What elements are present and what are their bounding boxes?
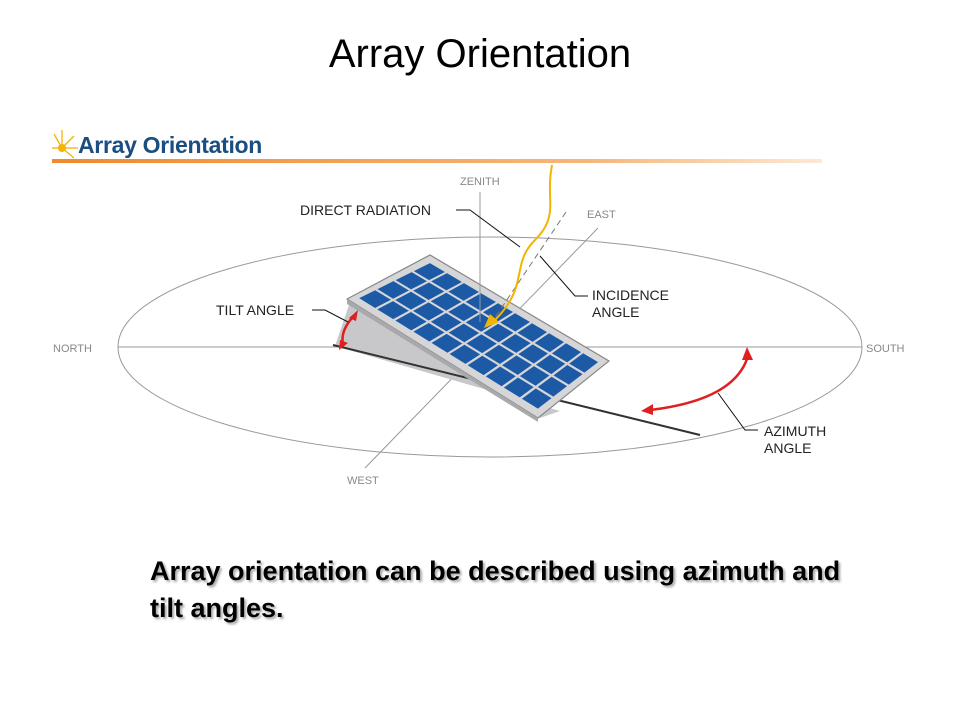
- solar-cell: [534, 333, 565, 353]
- solar-cell: [430, 313, 462, 332]
- solar-panel: [345, 254, 611, 422]
- solar-cell: [413, 322, 445, 342]
- solar-cell: [503, 377, 534, 398]
- south-label: SOUTH: [866, 343, 905, 355]
- solar-cell: [466, 334, 497, 354]
- solar-cell: [413, 263, 445, 281]
- solar-cell: [517, 323, 547, 342]
- banner-title: Array Orientation: [78, 132, 263, 158]
- solar-cell: [465, 293, 496, 311]
- panel-normal-line: [491, 211, 567, 323]
- incidence-angle-label-1: INCIDENCE: [592, 287, 669, 303]
- solar-cell: [518, 344, 548, 364]
- solar-cell: [500, 334, 531, 353]
- solar-cell: [449, 344, 481, 364]
- solar-cell: [430, 292, 462, 311]
- ray-arrowhead: [484, 314, 499, 328]
- solar-cell: [521, 388, 552, 409]
- solar-cell: [448, 283, 479, 301]
- solar-cell: [500, 313, 530, 332]
- west-label: WEST: [347, 475, 379, 487]
- tilt-angle-arrow: [339, 310, 358, 350]
- solar-cell: [467, 355, 498, 376]
- solar-cell: [551, 343, 582, 363]
- azimuth-angle-label-2: ANGLE: [764, 440, 811, 456]
- solar-cell: [483, 323, 514, 343]
- azimuth-angle-label-1: AZIMUTH: [764, 423, 826, 439]
- solar-cell: [448, 303, 479, 322]
- azimuth-angle-arrow: [641, 347, 753, 415]
- solar-cell: [485, 366, 516, 387]
- solar-cell: [395, 272, 427, 290]
- slide-caption: Array orientation can be described using…: [150, 556, 841, 623]
- incidence-angle-label-2: ANGLE: [592, 304, 639, 320]
- solar-cell: [377, 301, 409, 320]
- solar-cell: [448, 323, 480, 343]
- solar-cell: [431, 333, 463, 353]
- solar-cell: [431, 273, 462, 291]
- diagram-banner: Array Orientation: [52, 128, 822, 168]
- north-label: NORTH: [53, 343, 92, 355]
- solar-cell: [519, 366, 550, 386]
- tilt-angle-label: TILT ANGLE: [216, 302, 294, 318]
- solar-cell: [535, 354, 566, 375]
- direct-radiation-ray: [494, 164, 553, 321]
- sun-icon: [52, 130, 78, 159]
- slide-title: Array Orientation: [328, 32, 632, 76]
- solar-cell: [359, 290, 391, 308]
- solar-cell: [484, 344, 515, 364]
- solar-cell: [553, 365, 583, 385]
- solar-cell: [537, 376, 568, 397]
- direct-radiation-label: DIRECT RADIATION: [300, 202, 431, 218]
- banner-underline: [52, 159, 822, 163]
- solar-cell: [502, 355, 532, 375]
- east-label: EAST: [587, 209, 616, 221]
- solar-cell: [395, 291, 427, 310]
- solar-cell: [377, 281, 409, 299]
- zenith-label: ZENITH: [460, 176, 500, 188]
- solar-cell: [395, 312, 427, 331]
- solar-cell: [569, 353, 599, 373]
- solar-cell: [413, 302, 445, 321]
- solar-cell: [413, 282, 445, 300]
